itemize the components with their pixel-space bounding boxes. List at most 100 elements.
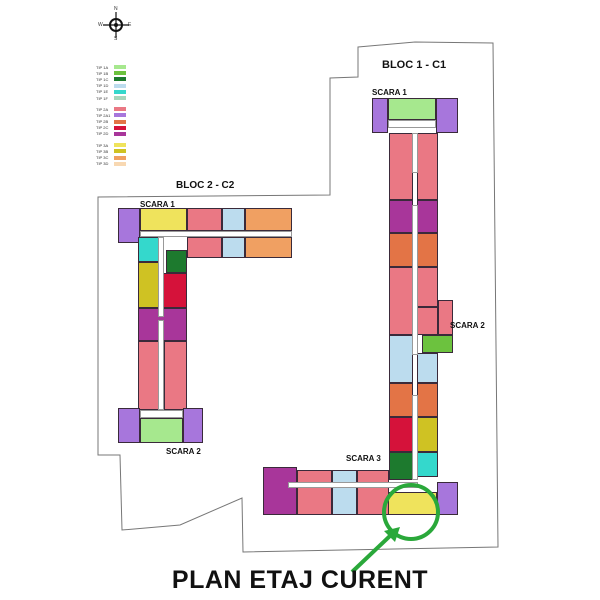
legend-swatch (114, 131, 126, 136)
apartment-unit-1c (166, 250, 187, 273)
apartment-unit-3c (245, 208, 292, 231)
c1-scara1-label: SCARA 1 (372, 88, 407, 97)
apartment-unit-2a (438, 300, 453, 335)
legend-label: TIP 1E (96, 89, 109, 95)
legend-swatch (114, 125, 126, 130)
apartment-unit-2d (263, 467, 297, 515)
apartment-unit-1d (222, 208, 245, 231)
apartment-unit-1a (388, 98, 436, 120)
legend-label: TIP 3A (96, 142, 109, 148)
apartment-unit-2b (389, 233, 413, 267)
corridor (412, 205, 418, 355)
legend-item: TIP 1E (96, 89, 126, 95)
apartment-unit-2a1 (118, 408, 140, 443)
apartment-unit-2c (389, 417, 413, 452)
compass-icon: N S E W (98, 6, 132, 42)
corridor (412, 133, 418, 173)
legend-label: TIP 1C (96, 76, 109, 82)
corridor (388, 120, 436, 128)
apartment-unit-2b (389, 383, 413, 417)
legend-label: TIP 1F (96, 95, 108, 101)
legend-swatch (114, 113, 126, 118)
c2-scara2-label: SCARA 2 (166, 447, 201, 456)
corridor (412, 395, 418, 480)
apartment-unit-3a (140, 208, 187, 231)
corridor (140, 231, 292, 237)
legend-swatch (114, 119, 126, 124)
compass-west: W (98, 22, 103, 28)
legend-label: TIP 2C (96, 125, 109, 131)
legend-label: TIP 1A (96, 64, 109, 70)
apartment-unit-2a1 (372, 98, 388, 133)
legend-swatch (114, 143, 126, 148)
legend-item: TIP 1D (96, 83, 126, 89)
legend-label: TIP 2A (96, 106, 109, 112)
apartment-unit-3c (245, 237, 292, 258)
apartment-unit-2a (297, 470, 332, 515)
plan-caption: PLAN ETAJ CURENT (171, 566, 429, 594)
arrow-head-icon (384, 527, 400, 542)
bloc1-title: BLOC 1 - C1 (382, 59, 447, 71)
legend-item: TIP 2A (96, 106, 126, 112)
legend-swatch (114, 96, 126, 101)
legend-item: TIP 3D (96, 161, 126, 167)
legend-item: TIP 3A (96, 142, 126, 148)
apartment-unit-1d (417, 353, 438, 383)
c2-scara1-label: SCARA 1 (140, 200, 175, 209)
apartment-unit-1d (222, 237, 245, 258)
c1-scara2-label: SCARA 2 (450, 321, 485, 330)
legend-label: TIP 3D (96, 161, 109, 167)
apartment-unit-2d (389, 200, 413, 233)
legend-label: TIP 1B (96, 70, 109, 76)
legend-swatch (114, 155, 126, 160)
legend-item: TIP 3C (96, 154, 126, 160)
apartment-unit-2a (187, 208, 222, 231)
apartment-unit-2a1 (436, 98, 458, 133)
apartment-unit-2a1 (437, 482, 458, 515)
legend-item: TIP 1F (96, 95, 126, 101)
apartment-unit-2a (164, 341, 187, 410)
apartment-unit-1a (140, 418, 183, 443)
legend-label: TIP 3B (96, 148, 109, 154)
legend-swatch (114, 77, 126, 82)
legend-label: TIP 3C (96, 155, 109, 161)
legend-label: TIP 2D (96, 131, 109, 137)
compass-north: N (114, 6, 118, 12)
apartment-unit-1d (389, 335, 413, 383)
legend-swatch (114, 161, 126, 166)
legend-label: TIP 1D (96, 83, 109, 89)
legend-swatch (114, 71, 126, 76)
legend-swatch (114, 89, 126, 94)
compass-south: S (114, 36, 118, 42)
highlight-circle (382, 483, 440, 541)
apartment-unit-2a1 (118, 208, 140, 243)
highlight-arrow (350, 532, 394, 574)
apartment-unit-1b (422, 335, 453, 353)
legend-item: TIP 2A1 (96, 112, 126, 118)
apartment-unit-2a (187, 237, 222, 258)
legend-swatch (114, 107, 126, 112)
legend-item: TIP 2D (96, 131, 126, 137)
legend-item: TIP 1A (96, 64, 126, 70)
legend-item: TIP 1C (96, 76, 126, 82)
bloc2-title: BLOC 2 - C2 (176, 180, 235, 191)
legend-swatch (114, 149, 126, 154)
apartment-unit-1d (332, 470, 357, 515)
legend-label: TIP 2A1 (96, 112, 111, 118)
corridor (158, 237, 164, 317)
c1-scara3-label: SCARA 3 (346, 454, 381, 463)
compass-east: E (128, 22, 132, 28)
corridor (140, 410, 183, 418)
legend-swatch (114, 65, 126, 70)
legend-item: TIP 1B (96, 70, 126, 76)
legend-label: TIP 2B (96, 119, 109, 125)
apartment-unit-2a (389, 133, 413, 200)
corridor (158, 320, 164, 410)
legend-item: TIP 3B (96, 148, 126, 154)
apartment-unit-2a1 (183, 408, 203, 443)
legend-item: TIP 2B (96, 119, 126, 125)
